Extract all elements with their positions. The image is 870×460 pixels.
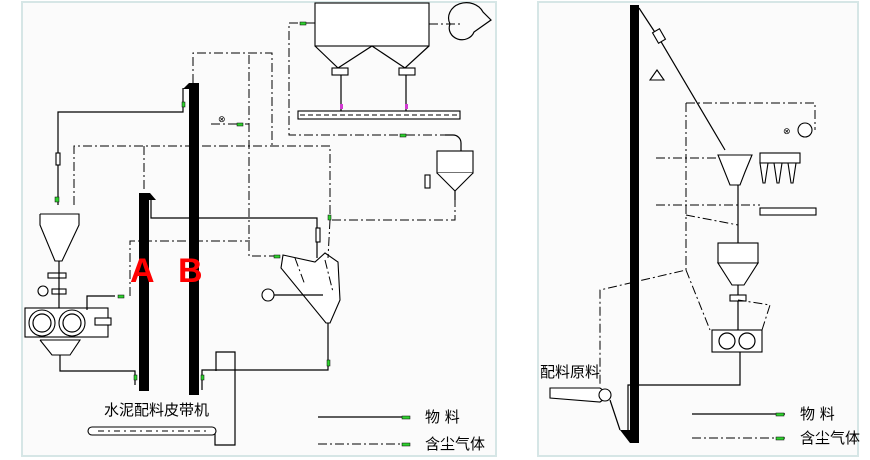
elevator-a-label: A: [130, 252, 155, 290]
cyclone-group: ⊗: [717, 122, 817, 216]
buffer-hopper: [716, 185, 760, 330]
legend-dust-gas-label: 含尘气体: [800, 429, 860, 447]
left-process-panel: A B: [21, 1, 497, 457]
raw-material-label: 配料原料: [540, 363, 600, 381]
roller-press: [24, 307, 112, 356]
material-flow-lines: [54, 88, 331, 446]
raw-material-feeder: [549, 387, 621, 431]
cyclone-separator: [424, 134, 474, 200]
dust-gas-flow-lines: ⊗: [73, 21, 460, 299]
valve-icon: ⊗: [783, 127, 791, 137]
v-separator: [261, 252, 341, 324]
left-legend: 物 料 含尘气体: [318, 408, 485, 453]
elevator-b-label: B: [178, 252, 203, 290]
bucket-elevator-a: [139, 193, 156, 391]
batching-hopper: [37, 213, 80, 308]
legend-dust-gas-label: 含尘气体: [425, 435, 485, 453]
baghouse-dust-collector: [314, 2, 430, 111]
valve-icon: ⊗: [218, 115, 226, 125]
cement-batching-belt-conveyor: [87, 426, 217, 436]
conveyor-label: 水泥配料皮带机: [104, 401, 209, 419]
right-legend: 物 料 含尘气体: [692, 405, 860, 447]
roller-press: [711, 329, 763, 353]
exhaust-fan-icon: [447, 2, 492, 41]
screw-conveyor: [297, 110, 461, 120]
right-process-panel: ⊗ 配料原料: [537, 1, 860, 457]
legend-material-label: 物 料: [425, 408, 460, 426]
legend-material-label: 物 料: [800, 405, 835, 423]
bucket-elevator-b: [183, 83, 199, 395]
